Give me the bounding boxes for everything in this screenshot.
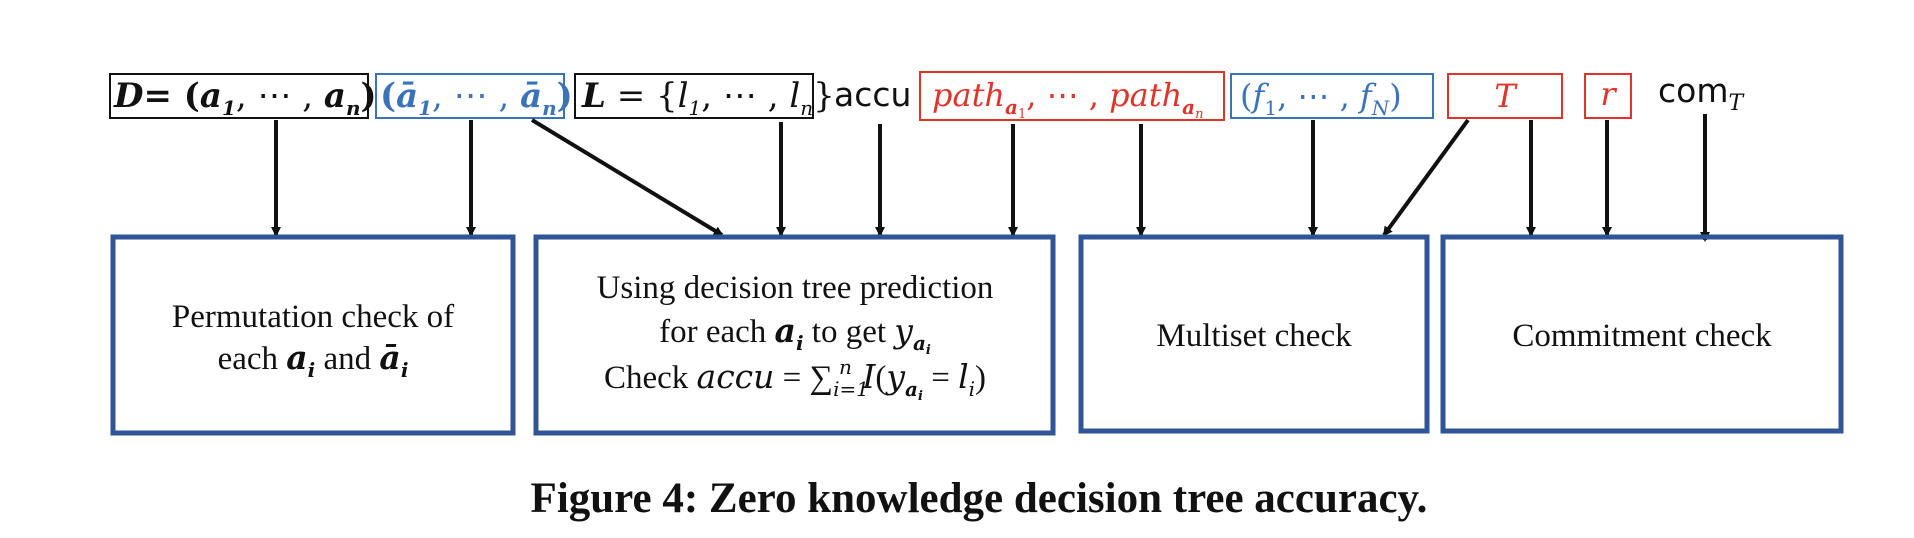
commitment-check-label: Commitment check [1512,318,1772,354]
input-commitment: comT [1658,71,1745,116]
permutation-check-box [110,234,516,436]
input-dataset-box [109,73,369,119]
input-permuted-box [375,73,565,119]
check-boxes [110,234,1844,436]
permutation-check-text: Permutation check of each ai and āi [172,299,454,382]
figure-caption: Figure 4: Zero knowledge decision tree a… [531,475,1428,522]
input-labels-box [574,73,814,119]
input-tree-text: T [1494,77,1518,115]
permutation-check-line1: Permutation check of [172,299,454,335]
input-permuted-text: (ā1, ⋯ , ān) [380,76,573,120]
input-randomness: r [1584,73,1632,119]
prediction-check-line3: Check accu = ∑i=1n I(yai = li) [604,355,986,404]
input-paths-box [919,71,1225,121]
multiset-check-box [1078,234,1430,434]
input-tree-box [1447,73,1563,119]
commitment-check-box [1440,234,1844,434]
input-labels-text: L = {l1, ⋯ , ln} [581,76,835,120]
arrow-tree-to-multiset [1382,118,1470,237]
prediction-check-text: Using decision tree prediction for each … [597,270,994,404]
prediction-check-line2: for each ai to get yai [659,311,931,358]
arrow-permuted-to-prediction [530,118,724,237]
input-randomness-text: r [1600,75,1617,113]
input-nodes-box [1230,73,1434,119]
prediction-check-box [533,234,1056,436]
permutation-check-line2: each ai and āi [218,338,409,382]
multiset-check-label: Multiset check [1156,318,1352,354]
input-labels: L = {l1, ⋯ , ln} [574,73,835,120]
input-paths: patha1, ⋯ , pathan [919,71,1225,122]
input-nodes-text: (f1, ⋯ , fN) [1240,77,1402,120]
input-tree: T [1447,73,1563,119]
input-dataset-text: D= (a1, ⋯ , an) [113,76,377,120]
arrows [271,114,1710,242]
input-paths-text: patha1, ⋯ , pathan [932,76,1204,122]
input-permuted-dataset: (ā1, ⋯ , ān) [375,73,573,120]
input-randomness-box [1584,73,1632,119]
prediction-check-line1: Using decision tree prediction [597,270,994,306]
input-dataset: D= (a1, ⋯ , an) [109,73,377,120]
input-tree-nodes: (f1, ⋯ , fN) [1230,73,1434,120]
input-accu: accu [834,75,911,114]
